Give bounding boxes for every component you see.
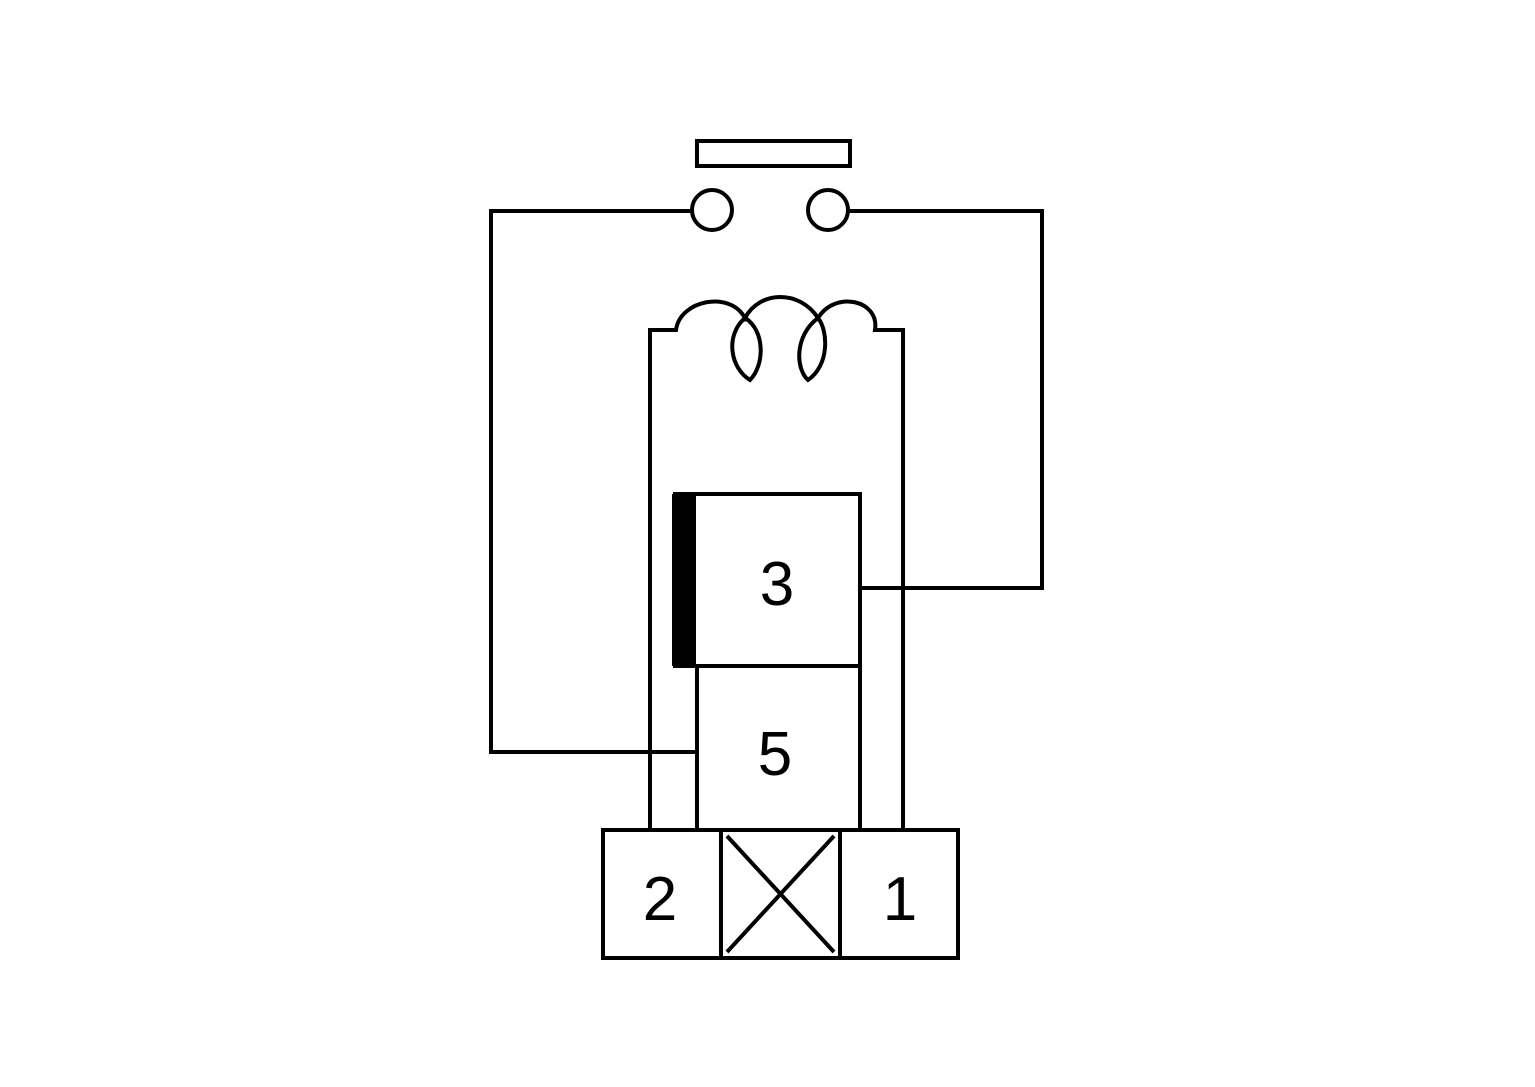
terminal-1-block [838,828,960,960]
wire-switch-to-terminal-3 [848,209,1044,590]
terminal-5-block [695,664,862,832]
terminal-2-block [601,828,723,960]
relay-coil [648,295,905,830]
relay-coil-loop-right [797,316,828,383]
wire-switch-to-terminal-5 [489,209,697,754]
switch-contact-bar [695,139,852,168]
connector-cross-line-b [725,834,836,954]
terminal-3-label: 3 [760,550,794,619]
switch-terminal-left [690,188,734,232]
terminal-2-label: 2 [643,865,677,934]
relay-coil-loop-left [730,316,763,383]
terminal-5-label: 5 [758,720,792,789]
switch-terminal-right [806,188,850,232]
terminal-3-contact-plate [672,494,696,666]
terminal-1-label: 1 [883,865,917,934]
